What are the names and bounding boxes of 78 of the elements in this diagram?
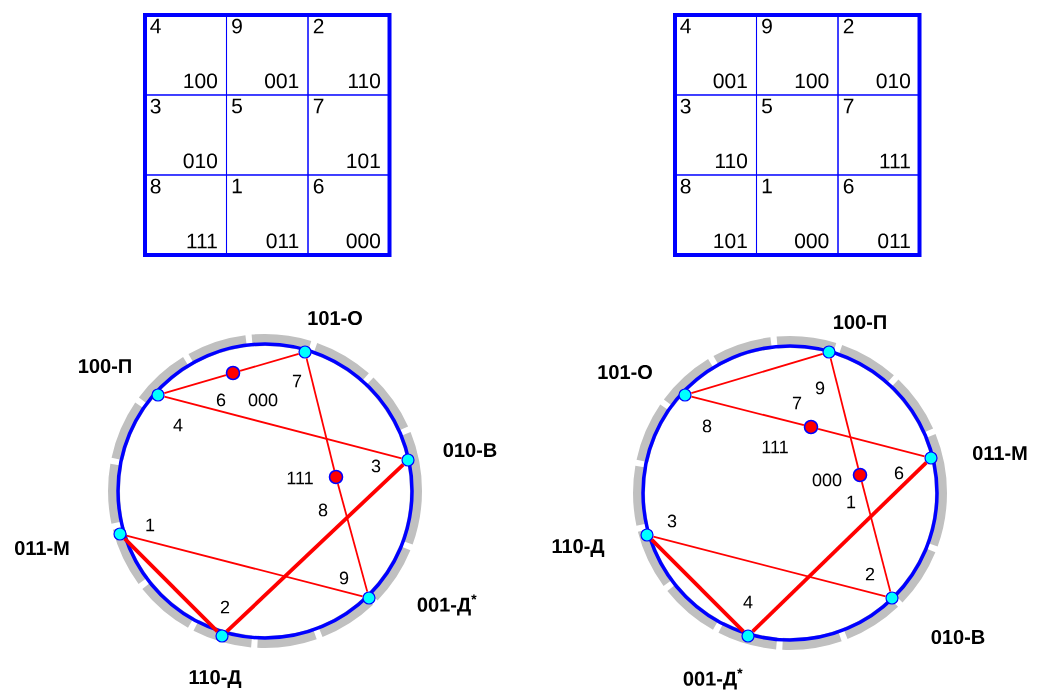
point-marker [640, 528, 654, 542]
table-cell: 6 000 [307, 174, 391, 256]
line [123, 537, 219, 633]
point-marker [822, 345, 836, 359]
point-marker [298, 345, 312, 359]
number-label: 3 [371, 459, 381, 473]
table-cell: 5 [755, 94, 839, 176]
point-label: 110-Д [189, 670, 242, 688]
line [829, 357, 860, 469]
table-cell: 5 [225, 94, 309, 176]
table-cell: 9 100 [755, 14, 839, 96]
point-marker [215, 629, 229, 643]
number-label: 4 [173, 418, 183, 432]
number-label: 2 [865, 567, 875, 581]
table-cell: 2 010 [837, 14, 921, 96]
number-label: 7 [792, 396, 802, 410]
line [860, 481, 892, 593]
point-label: 110-Д [552, 539, 605, 557]
line [650, 538, 745, 633]
point-label: 101-О [308, 310, 362, 326]
number-label: 000 [812, 473, 842, 487]
point-marker [151, 388, 165, 402]
table-cell: 3 110 [674, 94, 758, 176]
table-cell: 8 111 [144, 174, 228, 256]
point-marker [113, 527, 127, 541]
table-cell: 4 001 [674, 14, 758, 96]
number-label: 000 [248, 393, 278, 407]
table-cell: 7 101 [307, 94, 391, 176]
line [751, 461, 928, 633]
point-label: 010-В [931, 629, 985, 645]
point-marker [678, 388, 692, 402]
line [337, 483, 369, 593]
table-cell: 9 001 [225, 14, 309, 96]
number-label: 7 [292, 374, 302, 388]
table-cell: 2 110 [307, 14, 391, 96]
line [239, 352, 300, 372]
number-label: 8 [702, 419, 712, 433]
point-label: 011-М [15, 540, 69, 556]
table-cell: 6 011 [837, 174, 921, 256]
point-label: 001-Д$^{*}$ [417, 594, 477, 616]
table-cell: 3 010 [144, 94, 228, 176]
point-marker [362, 591, 376, 605]
point-marker [924, 451, 938, 465]
line [125, 534, 364, 598]
table-cell: 1 000 [755, 174, 839, 256]
point-label: 101-О [598, 364, 652, 380]
point-marker [885, 591, 899, 605]
number-label: 2 [220, 600, 230, 614]
table-cell: 4 100 [144, 14, 228, 96]
point-label: 011-М [973, 445, 1027, 461]
point-marker [741, 629, 755, 643]
number-label: 3 [667, 514, 677, 528]
number-label: 9 [815, 381, 825, 395]
number-label: 6 [216, 393, 226, 407]
line [163, 395, 403, 460]
point-label: 100-П [79, 358, 131, 374]
number-label: 1 [146, 518, 155, 532]
number-label: 8 [318, 503, 328, 517]
number-label: 111 [762, 440, 788, 454]
line [225, 463, 405, 633]
point-label: 100-П [834, 314, 886, 330]
line [305, 357, 336, 471]
point-marker [401, 453, 415, 467]
table-cell: 1 011 [225, 174, 309, 256]
table-cell: 8 101 [674, 174, 758, 256]
number-label: 1 [847, 495, 856, 509]
line [690, 395, 805, 427]
line [690, 353, 824, 394]
point-label: 001-Д$^{*}$ [683, 668, 743, 690]
line [163, 374, 227, 395]
number-label: 9 [339, 571, 349, 585]
point-label: 010-В [443, 442, 497, 458]
line [652, 535, 887, 598]
number-label: 6 [894, 466, 904, 480]
line [817, 427, 926, 458]
table-cell: 7 111 [837, 94, 921, 176]
number-label: 4 [743, 595, 753, 609]
number-label: 111 [287, 471, 313, 485]
